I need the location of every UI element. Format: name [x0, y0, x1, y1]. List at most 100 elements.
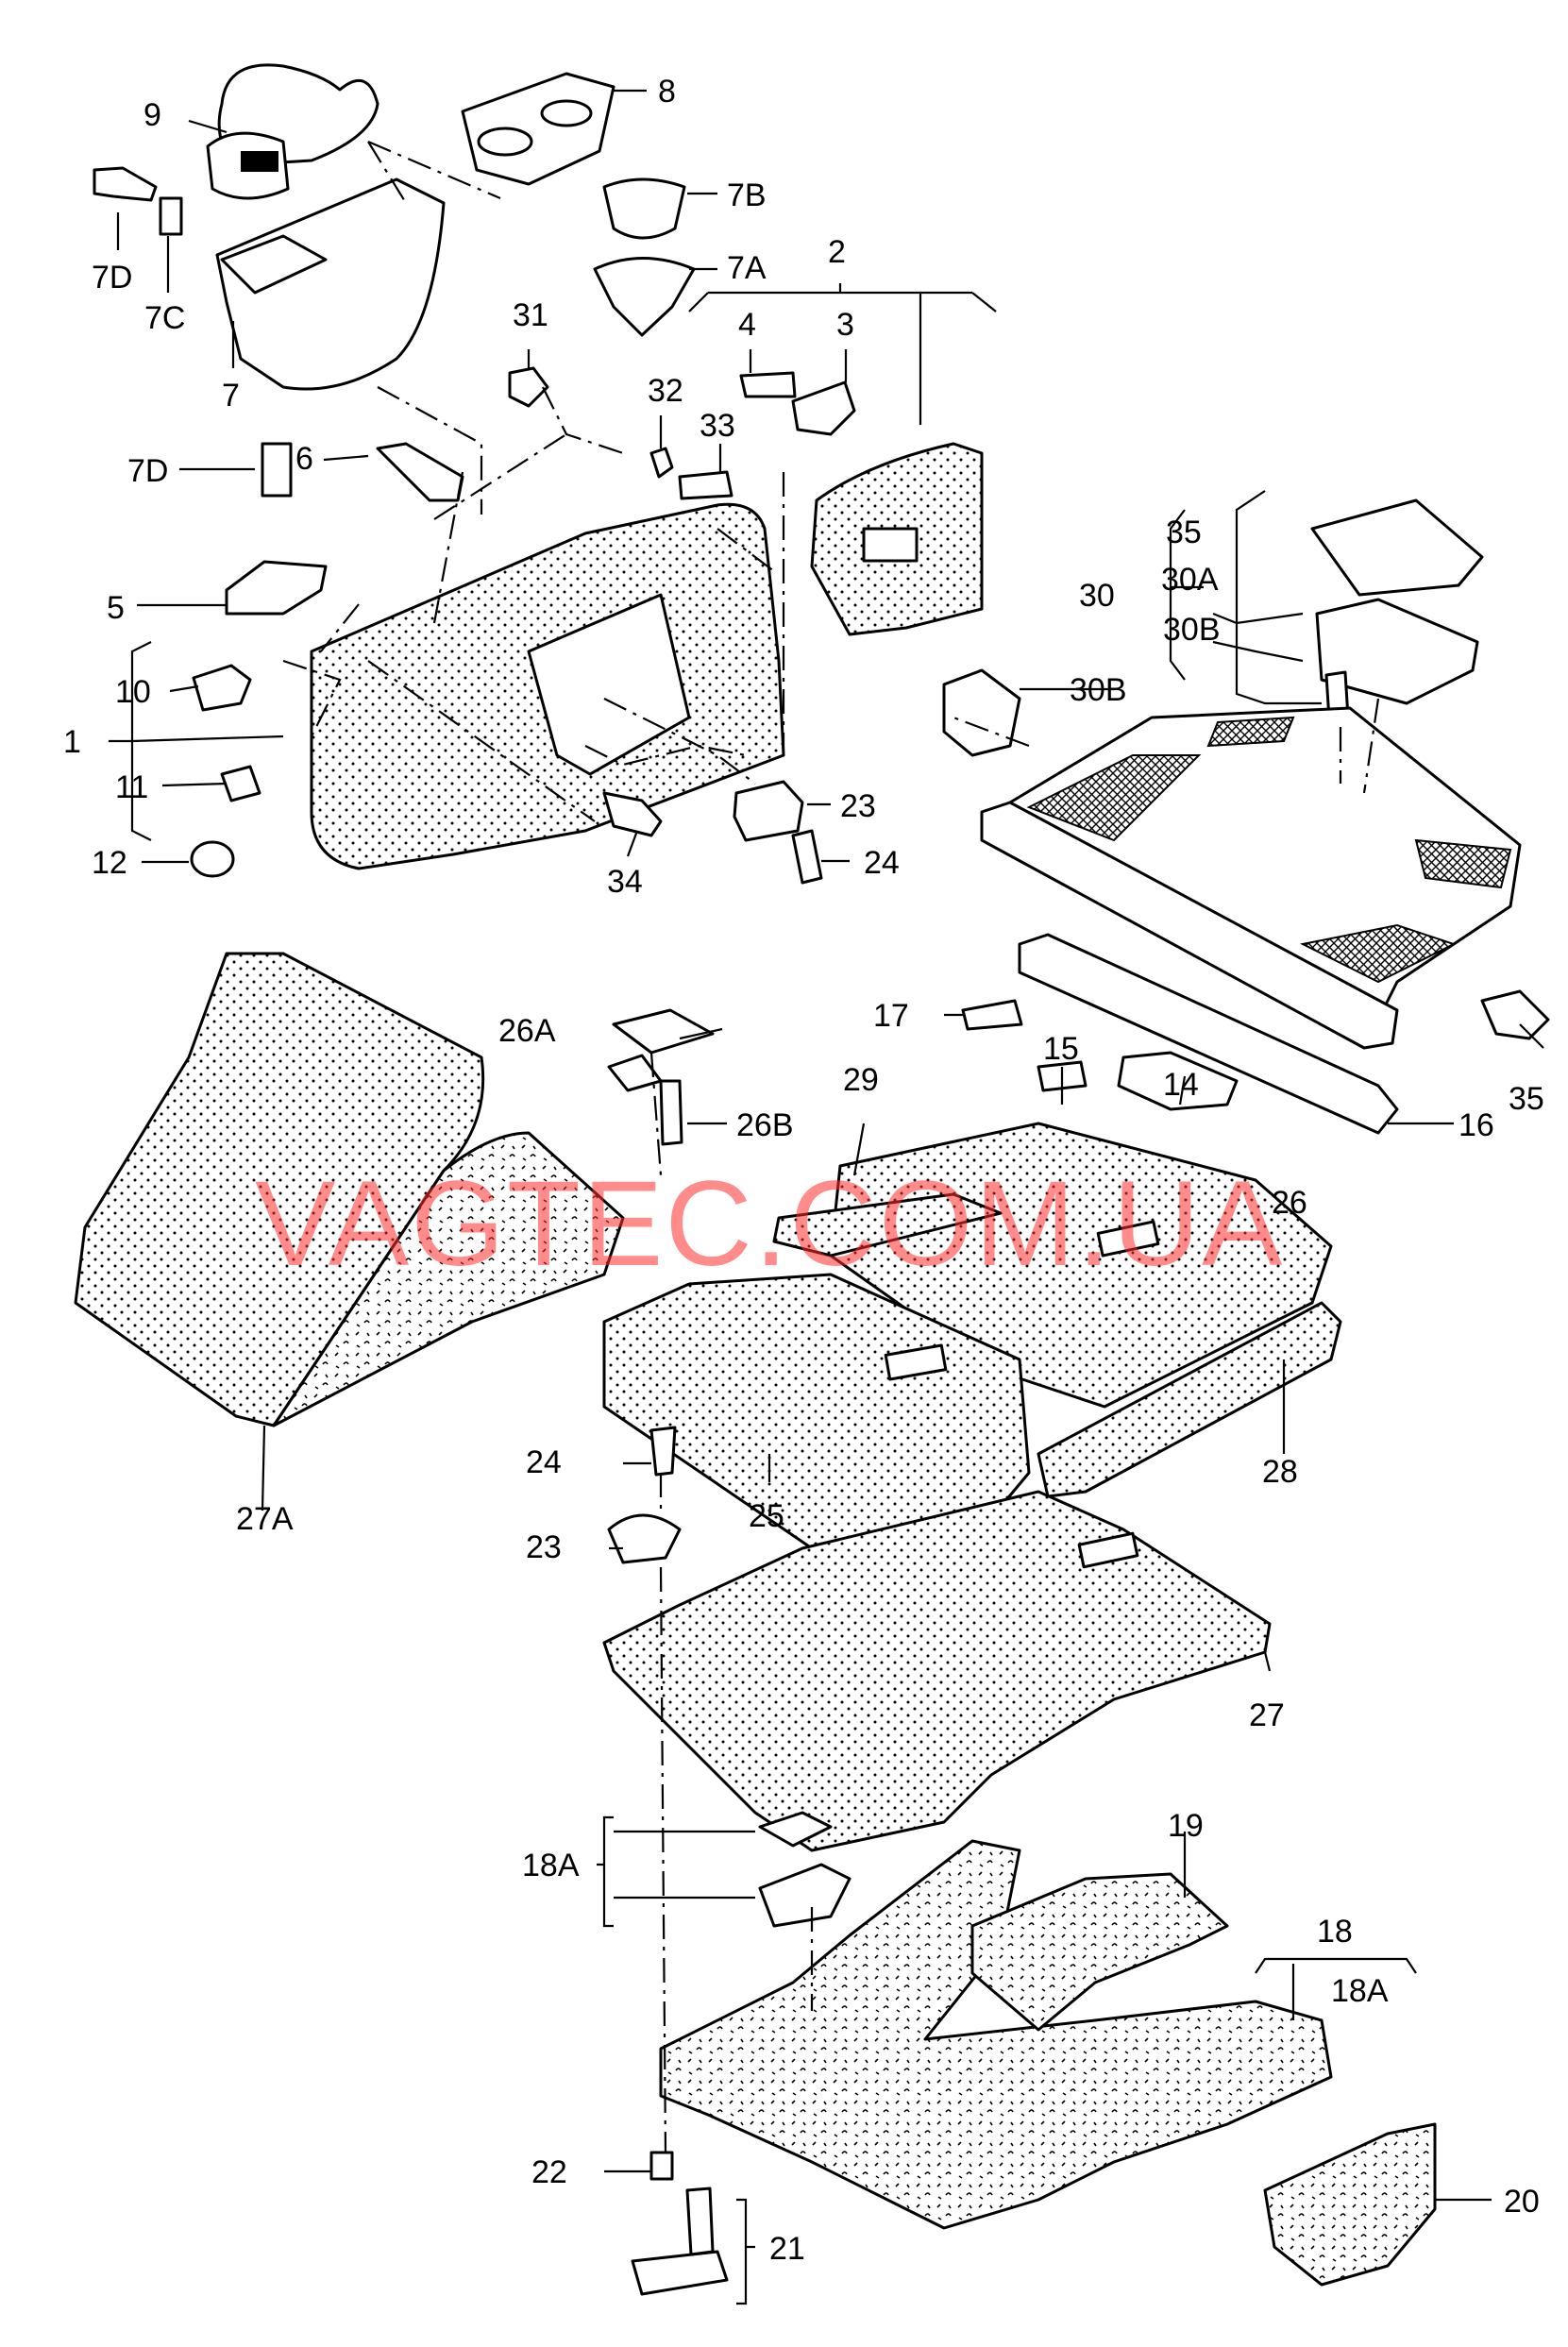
label-3: 3	[836, 307, 854, 343]
part-8-cup-left	[477, 127, 533, 157]
label-12: 12	[92, 845, 127, 881]
label-1: 1	[63, 724, 81, 760]
label-4: 4	[738, 307, 756, 343]
floor-mat-27A	[74, 952, 625, 1427]
part-7B-cup	[602, 177, 686, 240]
label-7A: 7A	[727, 250, 767, 286]
part-12-plug	[190, 840, 235, 878]
part-33-screw	[678, 470, 733, 500]
part-23-eye-upper	[733, 780, 804, 842]
roller-blind-group	[942, 498, 1550, 1050]
part-24-bolt-lower	[649, 1426, 677, 1477]
part-34-screw	[602, 791, 663, 837]
label-30B-left: 30B	[1070, 672, 1127, 708]
part-27-carpet	[602, 1490, 1272, 1852]
part-10-knob	[192, 664, 252, 712]
label-6: 6	[295, 441, 313, 477]
label-18: 18	[1317, 1914, 1353, 1950]
label-29: 29	[843, 1062, 879, 1098]
label-35-bottom: 35	[1509, 1081, 1544, 1117]
label-7: 7	[222, 378, 240, 414]
label-15: 15	[1043, 1031, 1079, 1067]
part-17-screw	[961, 999, 1023, 1031]
part-27A-mat-backing	[272, 1131, 625, 1427]
watermark: VAGTEC.COM.UA	[255, 1157, 1284, 1292]
part-7-tray-lip	[220, 234, 328, 295]
part-18A-pad	[758, 1811, 833, 1848]
part-23-eye-lower	[607, 1513, 682, 1564]
label-18A-left: 18A	[522, 1848, 580, 1883]
label-30A: 30A	[1161, 562, 1219, 598]
part-26-handle	[1096, 1220, 1160, 1258]
label-33: 33	[700, 408, 735, 444]
part-27-handle	[1077, 1531, 1139, 1569]
part-4-bolt	[739, 371, 797, 398]
part-7D-screw-top	[93, 166, 158, 202]
label-25: 25	[749, 1498, 784, 1534]
label-2: 2	[828, 234, 846, 270]
label-23-lower: 23	[526, 1529, 562, 1565]
part-2-pocket-latch	[862, 527, 919, 563]
part-8-cup-right	[540, 99, 593, 127]
label-14: 14	[1163, 1067, 1199, 1103]
label-9: 9	[143, 97, 161, 133]
label-16: 16	[1458, 1107, 1494, 1143]
label-27: 27	[1249, 1697, 1285, 1733]
label-28: 28	[1262, 1454, 1298, 1490]
part-14-bracket	[1117, 1051, 1239, 1111]
label-26: 26	[1272, 1185, 1307, 1221]
part-18-foam-tray	[659, 1839, 1333, 2230]
label-10: 10	[115, 674, 151, 710]
carpet-27	[602, 1426, 1272, 1852]
label-34: 34	[607, 864, 643, 900]
sill-trim-group	[961, 933, 1399, 1135]
label-18A-right: 18A	[1331, 1973, 1389, 2009]
part-26A-plate	[612, 1008, 715, 1055]
part-20-foam-corner	[1263, 2122, 1437, 2287]
label-24-upper: 24	[864, 845, 900, 881]
part-18A-clip	[758, 1863, 851, 1928]
label-32: 32	[648, 373, 683, 409]
label-11: 11	[115, 769, 148, 805]
part-8-cupholder	[461, 72, 615, 186]
cargo-cover-net-center	[1206, 716, 1295, 748]
part-35-frame-top	[1310, 498, 1484, 597]
label-30B-right: 30B	[1163, 612, 1221, 648]
part-26B-screw	[659, 1079, 683, 1146]
leader-lines	[109, 89, 1544, 2305]
part-7D-screw-bottom	[261, 442, 293, 498]
part-11-clip	[220, 765, 261, 802]
label-7D-top: 7D	[92, 260, 132, 295]
label-24-lower: 24	[526, 1444, 562, 1480]
label-8: 8	[658, 74, 676, 110]
part-29-seat-carpet	[772, 1192, 1003, 1258]
side-trim-window	[527, 593, 691, 776]
part-31-nut	[508, 366, 549, 408]
label-31: 31	[513, 297, 548, 333]
part-27A-mat	[74, 952, 485, 1427]
part-21-bracket	[631, 2250, 729, 2296]
cargo-cover-roller	[980, 801, 1399, 1050]
part-9-slot	[241, 151, 278, 172]
storage-tray-group	[93, 63, 696, 498]
part-30B-bracket	[942, 668, 1021, 757]
cargo-cover-net-bottom	[1299, 923, 1457, 984]
pocket-group	[739, 371, 984, 636]
part-21-bolt	[685, 2187, 715, 2256]
label-19: 19	[1168, 1808, 1204, 1844]
part-7C-clip	[159, 196, 183, 236]
part-7-tray	[215, 177, 446, 391]
carpet-group	[602, 1122, 1342, 1550]
part-7A-cup	[593, 257, 696, 337]
label-17: 17	[873, 998, 909, 1034]
part-5-lamp	[225, 560, 328, 616]
part-labels: 8 9 7B 7A 7D 7C 7 7D 6 5 10 1 11 12 31 3…	[63, 74, 1544, 2267]
foam-box-group	[631, 1811, 1437, 2296]
side-trim-group	[190, 366, 823, 885]
label-21: 21	[769, 2231, 805, 2267]
label-7D-bottom: 7D	[127, 453, 168, 489]
cargo-cover-net-left	[1026, 754, 1202, 842]
part-6-hook	[376, 442, 464, 502]
label-7B: 7B	[727, 177, 767, 213]
